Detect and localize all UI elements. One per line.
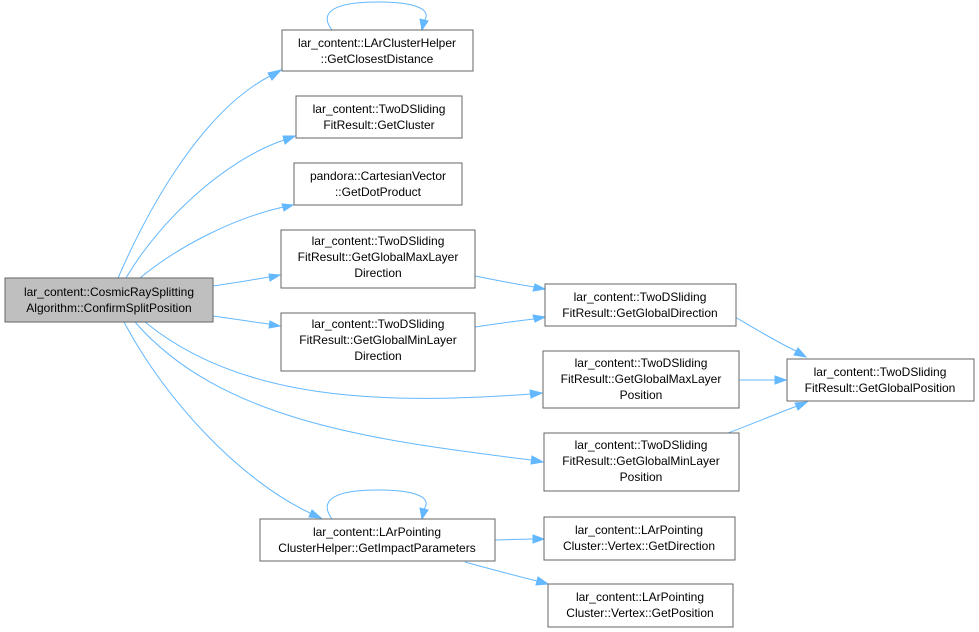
edge-arrowhead [308,509,323,519]
edge-arrowhead [268,320,282,329]
node-vertex-get-position-line-1: lar_content::LArPointing [576,590,704,604]
edge-arrowhead [774,375,788,385]
nodes: lar_content::CosmicRaySplitting Algorith… [4,29,975,628]
node-get-global-max-layer-position-line-3: Position [620,388,663,402]
node-vertex-get-position-line-2: Cluster::Vertex::GetPosition [566,606,713,620]
node-get-cluster-line-2: FitResult::GetCluster [323,118,434,132]
node-vertex-get-direction-line-2: Cluster::Vertex::GetDirection [563,539,715,553]
node-get-impact-parameters-line-2: ClusterHelper::GetImpactParameters [278,541,475,555]
node-get-global-max-layer-direction-line-1: lar_content::TwoDSliding [312,234,445,248]
edge-arrowhead [793,347,808,358]
edge-min-layer-position-to-global-position [727,405,798,434]
edge-root-to-get-global-max-layer-direction [212,276,270,287]
edge-root-to-get-global-min-layer-position [134,321,532,461]
node-get-closest-distance-box [281,29,474,72]
node-get-closest-distance-line-2: ::GetClosestDistance [321,52,434,66]
node-get-global-min-layer-position-line-2: FitResult::GetGlobalMinLayer [562,454,719,468]
node-root-line-2: Algorithm::ConfirmSplitPosition [26,301,191,315]
node-get-global-position-line-1: lar_content::TwoDSliding [814,365,947,379]
node-get-dot-product[interactable]: pandora::CartesianVector ::GetDotProduct [293,162,463,206]
node-get-global-max-layer-direction-box [280,229,476,289]
node-get-impact-parameters[interactable]: lar_content::LArPointing ClusterHelper::… [259,518,496,562]
node-get-global-min-layer-position-line-3: Position [620,470,663,484]
node-get-global-min-layer-direction-box [280,312,476,372]
edge-get-closest-distance-self-loop [326,1,427,31]
edge-arrowhead [530,455,545,465]
node-get-dot-product-box [293,162,463,206]
node-get-global-min-layer-direction-line-2: FitResult::GetGlobalMinLayer [299,333,456,347]
node-get-closest-distance-line-1: lar_content::LArClusterHelper [298,36,456,50]
edge-arrowhead [529,389,544,399]
edge-root-to-get-impact-parameters [123,321,311,514]
edge-arrowhead [281,203,295,212]
node-get-global-max-layer-position-line-2: FitResult::GetGlobalMaxLayer [561,372,722,386]
node-get-cluster-line-1: lar_content::TwoDSliding [313,102,446,116]
node-get-global-position-line-2: FitResult::GetGlobalPosition [805,381,956,395]
edge-arrowhead [532,314,547,323]
node-get-closest-distance[interactable]: lar_content::LArClusterHelper ::GetClose… [281,29,474,72]
edge-arrowhead [532,283,547,292]
node-get-impact-parameters-line-1: lar_content::LArPointing [313,525,441,539]
node-vertex-get-position-box [547,583,734,628]
edge-arrowhead [282,135,297,145]
edge-arrowhead [794,401,809,411]
node-get-global-min-layer-position[interactable]: lar_content::TwoDSliding FitResult::GetG… [543,432,740,492]
edges [117,1,809,586]
edge-root-to-get-closest-distance [117,75,271,279]
node-get-global-min-layer-direction-line-1: lar_content::TwoDSliding [312,317,445,331]
node-get-global-min-layer-position-line-1: lar_content::TwoDSliding [575,438,708,452]
edge-root-to-get-dot-product [139,206,284,279]
node-get-global-max-layer-position-box [542,350,740,409]
edge-root-to-get-cluster [125,139,285,279]
node-get-impact-parameters-box [259,518,496,562]
node-get-global-max-layer-position-line-1: lar_content::TwoDSliding [575,356,708,370]
node-root[interactable]: lar_content::CosmicRaySplitting Algorith… [4,277,214,323]
node-get-global-min-layer-position-box [543,432,740,492]
node-get-dot-product-line-2: ::GetDotProduct [335,185,422,199]
edge-impact-parameters-to-vertex-position [464,561,538,582]
node-get-global-max-layer-position[interactable]: lar_content::TwoDSliding FitResult::GetG… [542,350,740,409]
node-get-global-direction-box [544,283,737,327]
node-get-global-max-layer-direction[interactable]: lar_content::TwoDSliding FitResult::GetG… [280,229,476,289]
edge-arrowhead [535,576,550,586]
node-root-line-1: lar_content::CosmicRaySplitting [24,285,194,299]
node-get-global-position[interactable]: lar_content::TwoDSliding FitResult::GetG… [786,358,975,402]
node-root-box [4,277,214,323]
node-get-global-direction-line-2: FitResult::GetGlobalDirection [562,306,717,320]
edge-impact-parameters-to-vertex-direction [494,538,534,541]
node-get-global-min-layer-direction[interactable]: lar_content::TwoDSliding FitResult::GetG… [280,312,476,372]
node-vertex-get-direction-box [543,516,736,561]
edge-root-to-get-global-max-layer-position [144,321,532,399]
edge-global-direction-to-global-position [734,316,797,352]
edge-get-impact-parameters-self-loop [326,489,427,520]
node-get-global-max-layer-direction-line-2: FitResult::GetGlobalMaxLayer [298,250,459,264]
edge-arrowhead [268,273,282,282]
node-get-global-direction[interactable]: lar_content::TwoDSliding FitResult::GetG… [544,283,737,327]
edge-max-layer-direction-to-global-direction [474,275,535,288]
node-get-dot-product-line-1: pandora::CartesianVector [310,169,446,183]
node-get-global-position-box [786,358,975,402]
node-get-cluster-box [295,95,463,139]
edge-arrowhead [419,507,429,521]
edge-arrowhead [532,534,546,544]
node-get-global-max-layer-direction-line-3: Direction [354,266,401,280]
node-vertex-get-position[interactable]: lar_content::LArPointing Cluster::Vertex… [547,583,734,628]
node-vertex-get-direction-line-1: lar_content::LArPointing [575,523,703,537]
edge-min-layer-direction-to-global-direction [474,318,535,328]
edge-root-to-get-global-min-layer-direction [212,315,270,325]
node-get-global-min-layer-direction-line-3: Direction [354,349,401,363]
node-get-global-direction-line-1: lar_content::TwoDSliding [574,290,707,304]
node-get-cluster[interactable]: lar_content::TwoDSliding FitResult::GetC… [295,95,463,139]
edge-arrowhead [267,69,283,81]
edge-arrowhead [419,18,429,32]
node-vertex-get-direction[interactable]: lar_content::LArPointing Cluster::Vertex… [543,516,736,561]
